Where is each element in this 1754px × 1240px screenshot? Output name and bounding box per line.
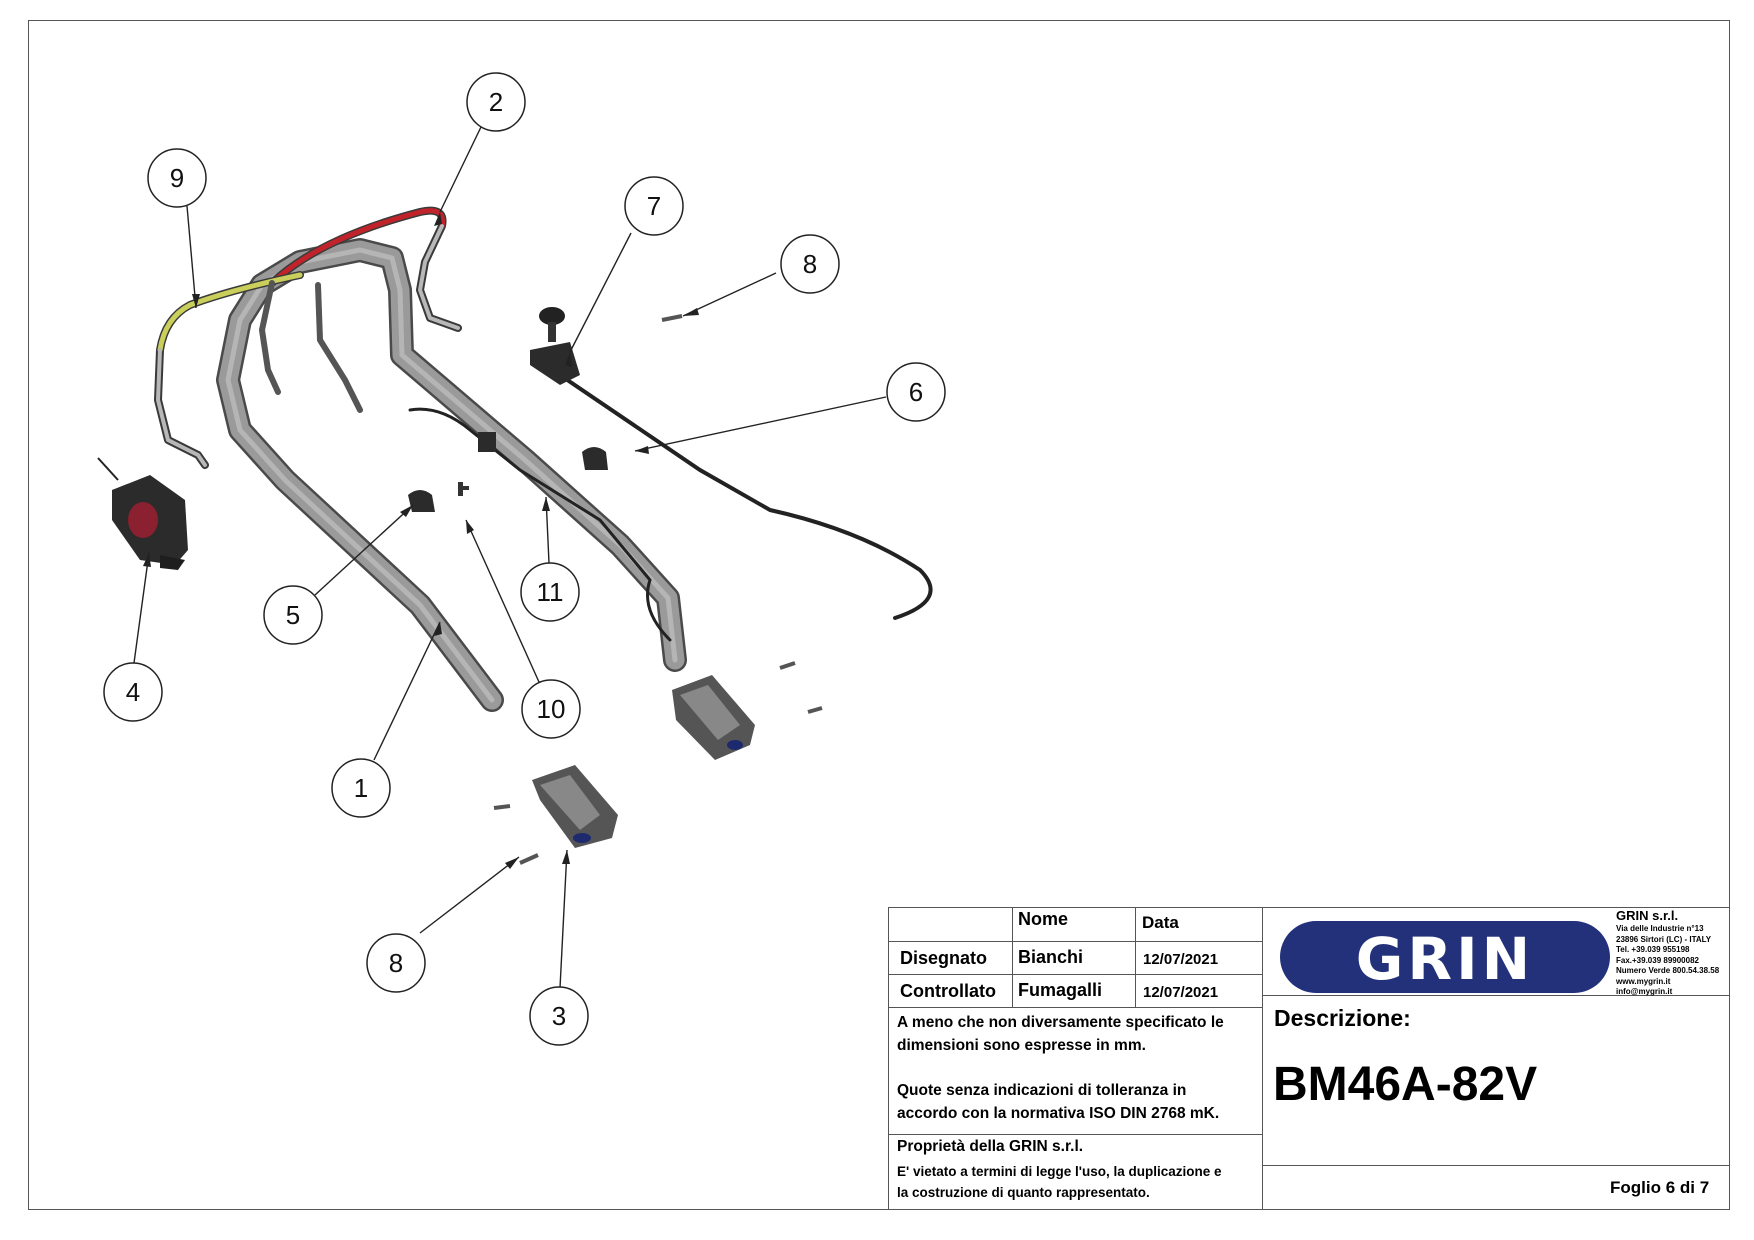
callout-8a-label: 8 <box>803 249 817 279</box>
callout-4-label: 4 <box>126 677 140 707</box>
callout-2: 2 <box>466 72 526 132</box>
property-line2: la costruzione di quanto rappresentato. <box>897 1185 1150 1200</box>
company-address-line1: Via delle Industrie n°13 <box>1616 924 1704 933</box>
leader-lines <box>133 126 887 989</box>
disegnato-name: Bianchi <box>1018 947 1084 967</box>
company-address: Via delle Industrie n°13 23896 Sirtori (… <box>1616 924 1719 998</box>
property-title: Proprietà della GRIN s.r.l. <box>897 1138 1084 1155</box>
callout-5: 5 <box>263 585 323 645</box>
company-email: info@mygrin.it <box>1616 987 1673 996</box>
disegnato-date: 12/07/2021 <box>1143 951 1219 968</box>
property-line1: E' vietato a termini di legge l'uso, la … <box>897 1164 1222 1179</box>
red-control-bar-part <box>268 206 462 332</box>
controllato-date: 12/07/2021 <box>1143 984 1219 1001</box>
callout-10-label: 10 <box>537 694 566 724</box>
sheet-number: Foglio 6 di 7 <box>1610 1178 1710 1197</box>
callout-1: 1 <box>331 758 391 818</box>
callout-3-label: 3 <box>552 1001 566 1031</box>
note-tolerance-line1: Quote senza indicazioni di tolleranza in <box>897 1082 1187 1099</box>
callout-6: 6 <box>886 362 946 422</box>
controllato-label: Controllato <box>900 981 996 1001</box>
callout-8a: 8 <box>780 234 840 294</box>
descrizione-label: Descrizione: <box>1274 1005 1411 1031</box>
company-fax: Fax.+39.039 89900082 <box>1616 955 1699 965</box>
drawing-sheet-border <box>28 20 1730 1210</box>
callout-3: 3 <box>529 986 589 1046</box>
callout-11: 11 <box>520 562 580 622</box>
callout-7: 7 <box>624 176 684 236</box>
callout-6-label: 6 <box>909 377 923 407</box>
callout-5-label: 5 <box>286 600 300 630</box>
company-name: GRIN s.r.l. <box>1616 908 1679 923</box>
note-units-line1: A meno che non diversamente specificato … <box>897 1014 1224 1031</box>
leader-arrowheads <box>143 212 699 869</box>
controllato-name: Fumagalli <box>1018 980 1103 1000</box>
grip-housing-parts <box>532 675 755 848</box>
yellow-control-bar-part <box>154 271 363 469</box>
callout-8b: 8 <box>366 933 426 993</box>
note-units-line2: dimensioni sono espresse in mm. <box>897 1037 1146 1054</box>
company-toll-free: Numero Verde 800.54.38.58 <box>1616 966 1720 975</box>
model-number: BM46A-82V <box>1273 1058 1538 1111</box>
company-address-line2: 23896 Sirtori (LC) - ITALY <box>1616 934 1712 944</box>
brake-lever-part <box>530 307 580 385</box>
throttle-cable-part <box>408 373 933 642</box>
header-data: Data <box>1142 913 1179 932</box>
callout-10: 10 <box>521 679 581 739</box>
callout-8b-label: 8 <box>389 948 403 978</box>
title-block: Nome Data Disegnato Bianchi 12/07/2021 C… <box>888 907 1730 1210</box>
callout-11-label: 11 <box>537 577 564 607</box>
header-nome: Nome <box>1018 909 1069 929</box>
company-website: www.mygrin.it <box>1616 976 1671 986</box>
note-tolerance-line2: accordo con la normativa ISO DIN 2768 mK… <box>897 1105 1220 1122</box>
callout-2-label: 2 <box>489 87 503 117</box>
clip-parts <box>408 432 608 512</box>
grin-logo-text: GRIN <box>1355 925 1535 993</box>
disegnato-label: Disegnato <box>900 948 988 968</box>
callout-7-label: 7 <box>647 191 661 221</box>
callout-1-label: 1 <box>354 773 368 803</box>
callout-9-label: 9 <box>170 163 184 193</box>
grin-logo: GRIN <box>1280 921 1610 993</box>
control-box-part <box>97 457 188 570</box>
callout-9: 9 <box>147 148 207 208</box>
company-phone: Tel. +39.039 955198 <box>1616 945 1690 954</box>
screw-parts <box>493 314 823 865</box>
callout-4: 4 <box>103 662 163 722</box>
